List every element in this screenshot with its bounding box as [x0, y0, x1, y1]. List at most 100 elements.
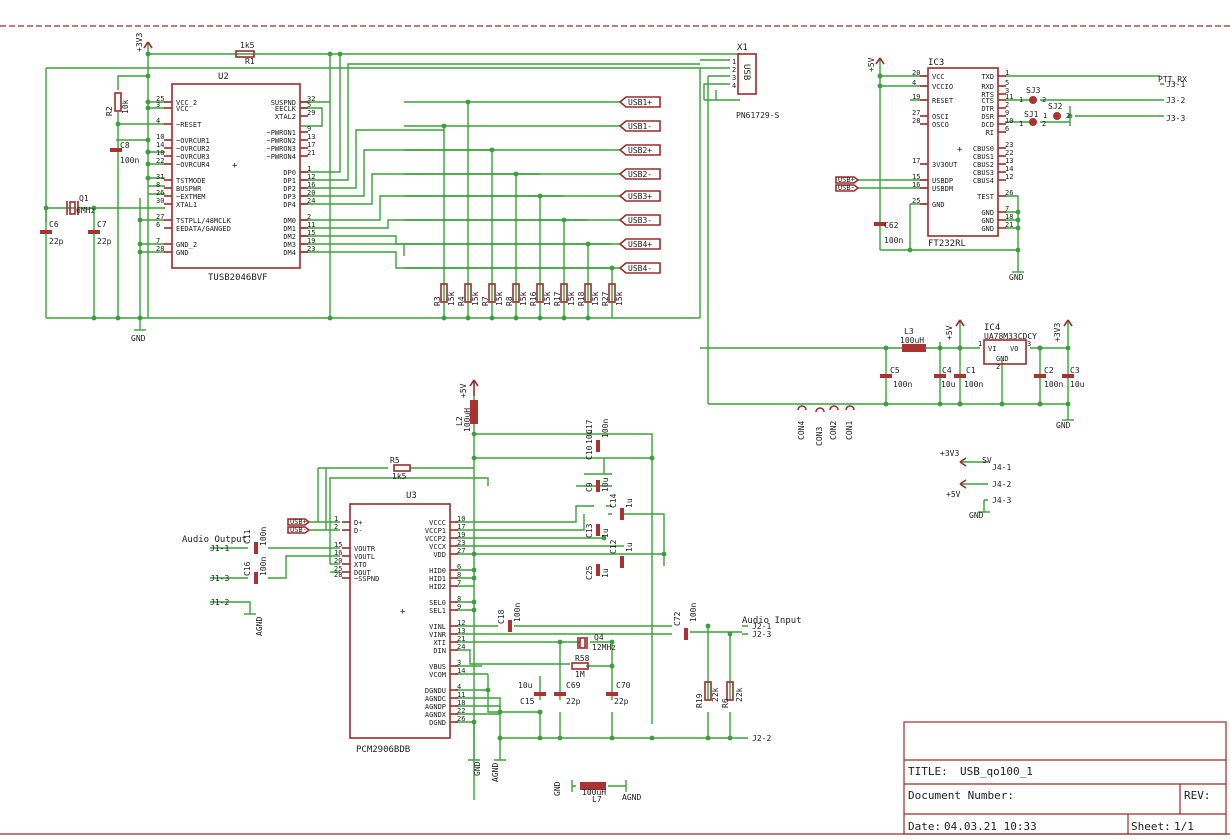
u3-pin-name: VCOM: [429, 671, 446, 679]
pulldown-resistor-ref: R8: [505, 296, 514, 306]
r58-value: 1M: [575, 670, 585, 679]
c12-value: 1u: [625, 542, 634, 552]
ic4-vo: VO: [1010, 345, 1018, 353]
u2-pin-number: 21: [307, 149, 315, 157]
usb-net-flag: [618, 214, 661, 226]
j4-2: J4-2: [992, 480, 1011, 489]
u3-pin-name: DGND: [429, 719, 446, 727]
ic3-pin-name: GND: [981, 209, 994, 217]
c15-capacitor: [534, 692, 546, 696]
j1-3: J1-3: [210, 574, 229, 583]
u2-pin-number: 13: [307, 133, 315, 141]
ic3-pin-name: TEST: [977, 193, 995, 201]
c4-ref: C4: [942, 366, 952, 375]
u3-pin-number: 24: [457, 643, 465, 651]
c18-ref: C18: [497, 609, 506, 624]
c14-capacitor: [620, 508, 624, 520]
u2-pin-name: EEDATA/GANGED: [176, 225, 231, 233]
gnd-label-ic3: GND: [1009, 273, 1024, 282]
u3-pin-number: 16: [334, 549, 342, 557]
r1-value: 1k5: [240, 41, 255, 50]
q1-crystal: Q1 6MHz: [66, 194, 95, 215]
ic3-pin-name: RI: [986, 129, 994, 137]
u3-usb-labels: USB+ USB-: [287, 518, 311, 534]
power-symbols: +3V3 GND +5V GND +5V +3V3 GND +5V GND AG…: [131, 33, 1074, 802]
ic3-pin-number: 4: [912, 79, 916, 87]
u3-pin-number: 6: [457, 563, 461, 571]
u3-pin-name: VCCC: [429, 519, 446, 527]
u2-pin-number: 7: [156, 237, 160, 245]
c7-ref: C7: [97, 220, 107, 229]
u3-pin-number: 23: [457, 539, 465, 547]
c9-ref: C9: [585, 482, 594, 492]
ic3-pin-number: 6: [1005, 125, 1009, 133]
sv-label-j4: SV: [982, 456, 992, 465]
ic4-value: UA78M33CDCY: [984, 332, 1037, 341]
l3-inductor: L3 100uH: [900, 327, 926, 352]
u3-pin-number: 18: [457, 699, 465, 707]
title-block: TITLE: USB_qo100_1 Document Number: REV:…: [908, 765, 1211, 833]
ic3-ref: IC3: [928, 58, 944, 68]
usb-net-label: USB1+: [628, 98, 652, 107]
solder-jumpers: SJ3 1 2 SJ2 1 2 SJ1 1 2: [1019, 86, 1070, 128]
ic3-pin-number: 17: [912, 157, 920, 165]
u3-pin-name: DGNDU: [425, 687, 446, 695]
pulldown-resistor-value: 15k: [447, 291, 456, 306]
u2-pin-name: DM2: [283, 233, 296, 241]
r6-resistor: R6 22k: [721, 681, 744, 708]
gnd-label-u2: GND: [131, 334, 146, 343]
u2-pin-number: 30: [156, 197, 164, 205]
u2-pin-name: DM0: [283, 217, 296, 225]
u2-pin-name: TSTMODE: [176, 177, 206, 185]
ic3-pin-name: GND: [981, 217, 994, 225]
c62-ref: C62: [884, 221, 899, 230]
x1-pin-3: 3: [732, 74, 736, 82]
u3-pin-name: D-: [354, 527, 362, 535]
usb-net-label: USB2-: [628, 170, 652, 179]
c15-ref: C15: [520, 697, 535, 706]
j3-3: J3-3: [1166, 114, 1185, 123]
u2-pin-name: ~RESET: [176, 121, 202, 129]
c12-ref: C12: [609, 539, 618, 554]
u3-value: PCM2906BDB: [356, 745, 410, 755]
c9-value: 10u: [601, 477, 610, 492]
j1-2: J1-2: [210, 598, 229, 607]
c6-value: 22p: [49, 237, 64, 246]
u3-pin-number: 19: [457, 531, 465, 539]
ic3-pin-name: CBUS2: [973, 161, 994, 169]
ic3-pin-name: CBUS1: [973, 153, 994, 161]
u3-pin-number: 25: [334, 565, 342, 573]
u3-pin-name: SEL1: [429, 607, 446, 615]
u2-pin-name: DP0: [283, 169, 296, 177]
sheet-value: 1/1: [1174, 820, 1194, 833]
ic3-pin-number: 9: [1005, 109, 1009, 117]
p3v3-label-u2: +3V3: [135, 33, 144, 52]
ic3-pin-name: CBUS3: [973, 169, 994, 177]
pulldown-resistor-value: 15k: [543, 291, 552, 306]
ft-usb-minus: USB-: [838, 184, 855, 192]
x1-pin-4: 4: [732, 82, 736, 90]
j3-2: J3-2: [1166, 96, 1185, 105]
c6-ref: C6: [49, 220, 59, 229]
c72-capacitor: [684, 628, 688, 640]
ic3-value: FT232RL: [928, 239, 966, 249]
agnd-label-u3: AGND: [491, 763, 500, 782]
ic3-pin-name: VCC: [932, 73, 945, 81]
sj2-pin-1: 1: [1043, 112, 1047, 120]
ic3-pin-name: CBUS4: [973, 177, 994, 185]
u2-pin-name: XTAL1: [176, 201, 197, 209]
ft-usb-labels: USB+ USB-: [835, 176, 860, 192]
u2-pin-number: 14: [156, 141, 164, 149]
u2-pin-name: DM4: [283, 249, 296, 257]
l2-ref: L2: [455, 416, 464, 426]
c5-capacitor: [880, 374, 892, 378]
pulldown-resistor-value: 15k: [615, 291, 624, 306]
u2-pin-name: VCC: [176, 105, 189, 113]
ic4-pin-in: 1: [978, 340, 982, 348]
c13-value: 1u: [601, 528, 610, 538]
c62-value: 100n: [884, 236, 903, 245]
